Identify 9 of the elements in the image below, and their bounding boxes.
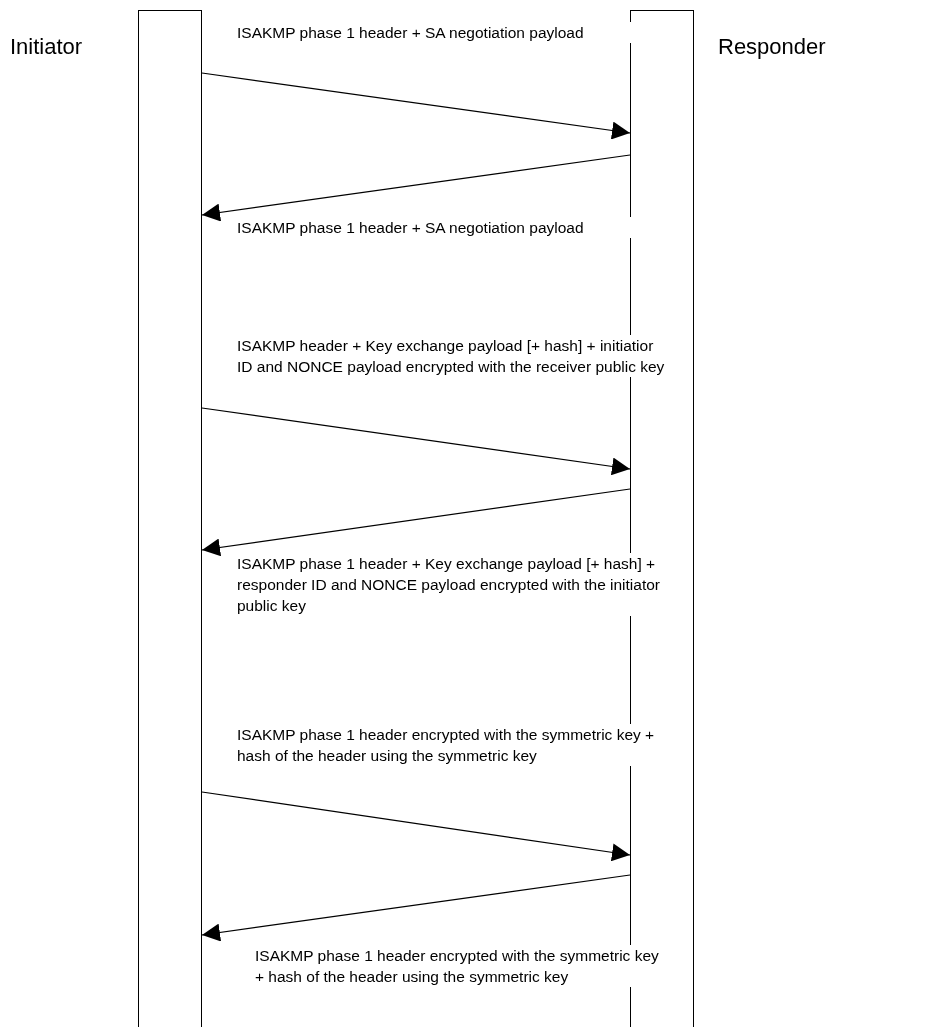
participant-label: Initiator: [10, 34, 83, 60]
arrow: [201, 488, 631, 557]
edge-label: ISAKMP header + Key exchange payload [+ hash] + initiatior ID and NONCE payload encrypted with the receiver public key: [237, 335, 667, 377]
arrow: [201, 874, 631, 942]
arrow: [201, 791, 631, 862]
arrow: [201, 407, 631, 476]
arrow: [201, 154, 631, 222]
arrow: [201, 72, 631, 140]
participant-label: Responder: [718, 34, 826, 60]
